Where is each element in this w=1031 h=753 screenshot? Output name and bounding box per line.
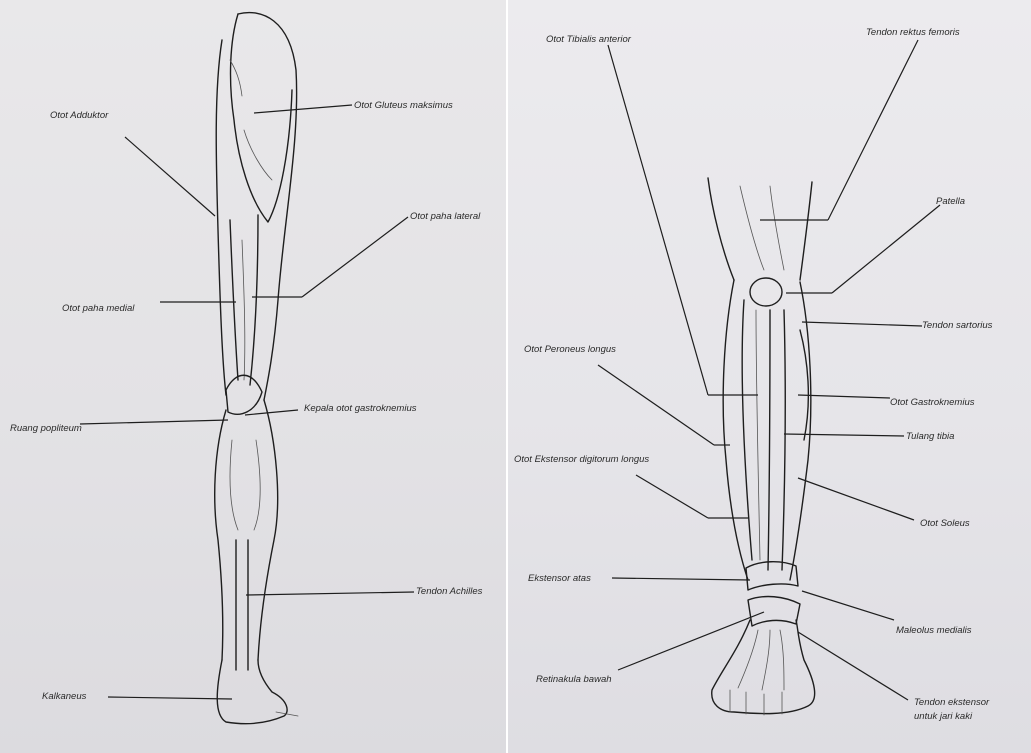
label-tendon-ekstensor-line1: Tendon ekstensor bbox=[914, 697, 989, 708]
label-tendon-achilles: Tendon Achilles bbox=[416, 586, 482, 597]
thigh-inner-line-1 bbox=[230, 220, 238, 380]
calf-lateral-outline bbox=[258, 400, 278, 660]
gastroc-bulge bbox=[800, 330, 808, 440]
calf-medial-outline bbox=[215, 410, 226, 660]
thigh-right-outline bbox=[800, 182, 812, 280]
label-retinakula-bawah: Retinakula bawah bbox=[536, 674, 612, 685]
popliteal-diamond bbox=[226, 375, 262, 414]
posterior-leg-diagram: Otot Adduktor Otot Gluteus maksimus Otot… bbox=[0, 0, 506, 753]
label-ruang-popliteum: Ruang popliteum bbox=[10, 423, 82, 434]
foot-outline bbox=[712, 620, 815, 714]
tibia-line-1 bbox=[768, 310, 770, 570]
label-soleus: Otot Soleus bbox=[920, 518, 970, 529]
label-kalkaneus: Kalkaneus bbox=[42, 691, 86, 702]
tibia-line-2 bbox=[782, 310, 785, 570]
thigh-left-outline bbox=[708, 178, 734, 280]
heel-outline bbox=[217, 660, 287, 724]
patella-shape bbox=[750, 278, 782, 306]
anterior-leg-diagram: Otot Tibialis anterior Tendon rektus fem… bbox=[508, 0, 1031, 753]
label-gastroknemius: Otot Gastroknemius bbox=[890, 397, 974, 408]
anterior-leg-drawing bbox=[508, 0, 1031, 753]
label-tendon-ekstensor-line2: untuk jari kaki bbox=[914, 711, 972, 722]
label-tibialis-anterior: Otot Tibialis anterior bbox=[546, 34, 631, 45]
label-maleolus-medialis: Maleolus medialis bbox=[896, 625, 972, 636]
label-tendon-sartorius: Tendon sartorius bbox=[922, 320, 992, 331]
label-gluteus-maksimus: Otot Gluteus maksimus bbox=[354, 100, 453, 111]
gluteus-outline bbox=[231, 14, 292, 222]
thigh-lateral-outline bbox=[238, 13, 297, 400]
label-tendon-rektus-femoris: Tendon rektus femoris bbox=[866, 27, 960, 38]
right-leader-lines bbox=[598, 40, 940, 700]
label-tulang-tibia: Tulang tibia bbox=[906, 431, 954, 442]
lower-retinaculum bbox=[748, 597, 800, 626]
label-paha-medial: Otot paha medial bbox=[62, 303, 134, 314]
label-adduktor: Otot Adduktor bbox=[50, 110, 108, 121]
label-kepala-gastroknemius: Kepala otot gastroknemius bbox=[304, 403, 416, 414]
label-ekstensor-atas: Ekstensor atas bbox=[528, 573, 591, 584]
label-ekstensor-digitorum-longus: Otot Ekstensor digitorum longus bbox=[514, 454, 649, 465]
thigh-medial-outline bbox=[216, 40, 226, 395]
thigh-inner-line-2 bbox=[250, 215, 258, 385]
leg-right-outline bbox=[790, 282, 811, 580]
label-peroneus-longus: Otot Peroneus longus bbox=[524, 344, 616, 355]
label-paha-lateral: Otot paha lateral bbox=[410, 211, 480, 222]
label-patella: Patella bbox=[936, 196, 965, 207]
tibialis-line bbox=[742, 300, 752, 560]
left-leader-lines bbox=[80, 105, 414, 699]
